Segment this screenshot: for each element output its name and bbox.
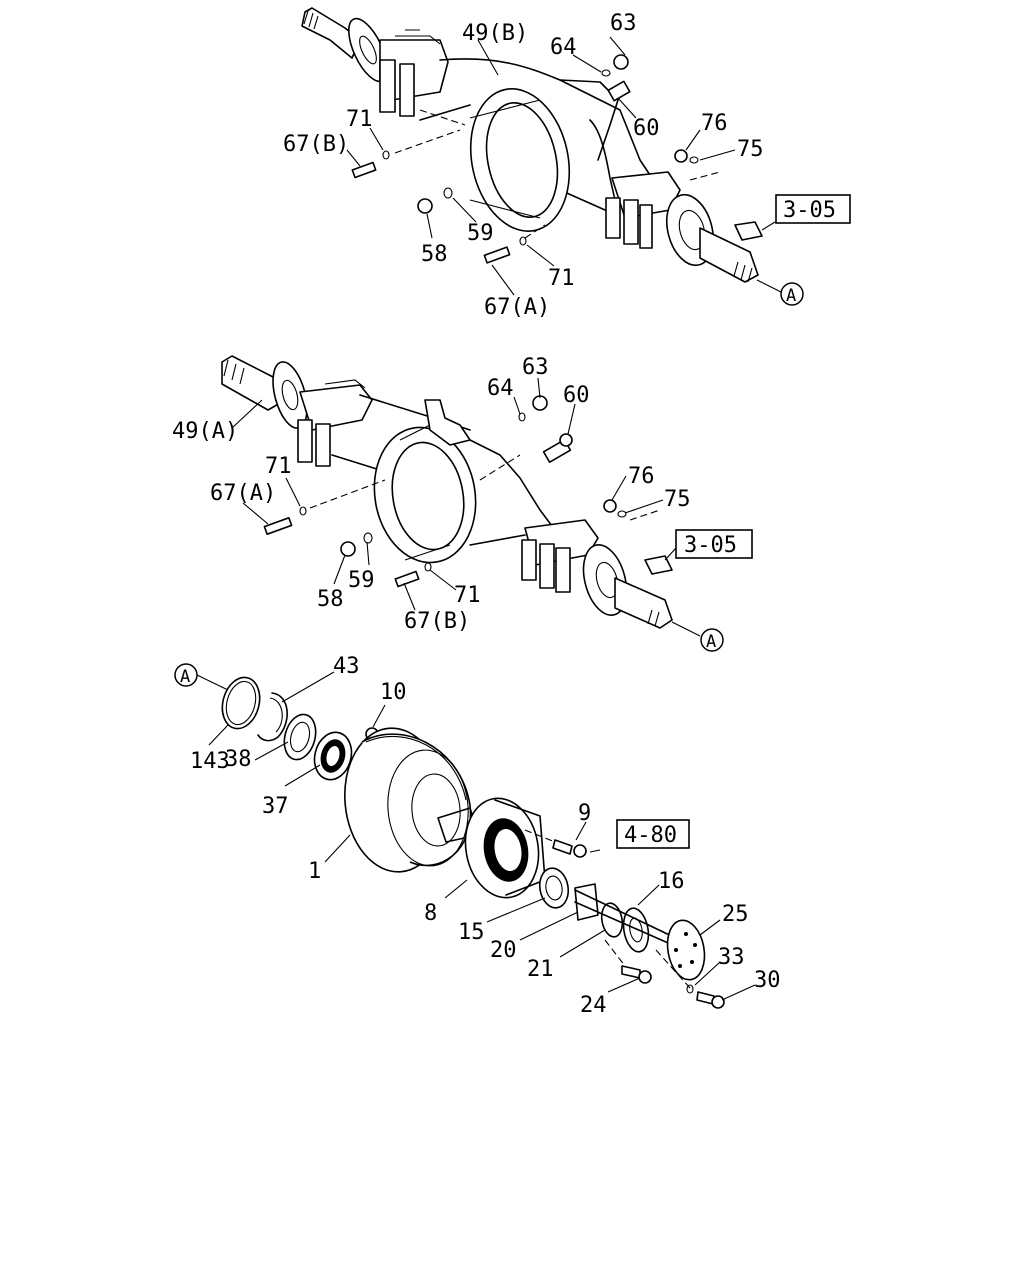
top-leader-lines (346, 36, 782, 296)
reference-box-4-80 (616, 819, 690, 849)
reference-box-3-05-top (775, 194, 851, 224)
label-71-top-a: 71 (346, 107, 373, 132)
label-10: 10 (380, 680, 407, 705)
reference-box-3-05-mid (675, 529, 753, 559)
label-64-mid: 64 (487, 376, 514, 401)
middle-leader-lines (231, 377, 701, 637)
hub-part-labels: A 43 10 143 38 37 1 9 4-80 16 8 25 15 33… (174, 654, 781, 1018)
label-67a-top: 67(A) (484, 295, 550, 320)
label-143: 143 (190, 749, 230, 774)
label-67b-top: 67(B) (283, 132, 349, 157)
hub-assembly-drawing (221, 676, 725, 1009)
label-37: 37 (262, 794, 289, 819)
label-60-mid: 60 (563, 383, 590, 408)
label-59-top: 59 (467, 221, 494, 246)
circle-letter-a-hub: A (180, 667, 190, 687)
middle-axle-housing-drawing (221, 355, 673, 629)
circle-marker-a-hub (174, 663, 198, 687)
label-21: 21 (527, 957, 554, 982)
top-axle-housing-drawing (301, 7, 763, 283)
label-75-mid: 75 (664, 487, 691, 512)
label-71-top-b: 71 (548, 266, 575, 291)
label-60: 60 (633, 116, 660, 141)
label-71-mid-b: 71 (454, 583, 481, 608)
label-8: 8 (424, 901, 437, 926)
circle-marker-a-top (780, 282, 804, 306)
label-16: 16 (658, 869, 685, 894)
circle-marker-a-mid (700, 628, 724, 652)
label-15: 15 (458, 920, 485, 945)
label-71-mid-a: 71 (265, 454, 292, 479)
label-25: 25 (722, 902, 749, 927)
label-9: 9 (578, 801, 591, 826)
reference-label-3-05-top: 3-05 (783, 198, 836, 223)
label-76: 76 (701, 111, 728, 136)
label-64: 64 (550, 35, 577, 60)
reference-label-3-05-mid: 3-05 (684, 533, 737, 558)
label-33: 33 (718, 945, 745, 970)
label-1: 1 (308, 859, 321, 884)
label-38: 38 (225, 747, 252, 772)
label-24: 24 (580, 993, 607, 1018)
label-67b-mid: 67(B) (404, 609, 470, 634)
circle-letter-a-top: A (786, 286, 796, 306)
middle-part-labels: 49(A) 63 64 60 71 67(A) 76 75 59 58 71 6… (172, 355, 753, 652)
label-30: 30 (754, 968, 781, 993)
label-58-mid: 58 (317, 587, 344, 612)
hub-leader-lines (196, 671, 756, 1001)
label-58-top: 58 (421, 242, 448, 267)
label-67a-mid: 67(A) (210, 481, 276, 506)
reference-label-4-80: 4-80 (624, 823, 677, 848)
label-43: 43 (333, 654, 360, 679)
top-part-labels: 49(B) 63 64 60 76 75 71 67(B) 59 58 71 6… (283, 11, 851, 320)
label-20: 20 (490, 938, 517, 963)
label-63-mid: 63 (522, 355, 549, 380)
label-49a: 49(A) (172, 419, 238, 444)
circle-letter-a-mid: A (706, 632, 716, 652)
label-76-mid: 76 (628, 464, 655, 489)
label-75: 75 (737, 137, 764, 162)
label-59-mid: 59 (348, 568, 375, 593)
label-63: 63 (610, 11, 637, 36)
label-49b: 49(B) (462, 21, 528, 46)
